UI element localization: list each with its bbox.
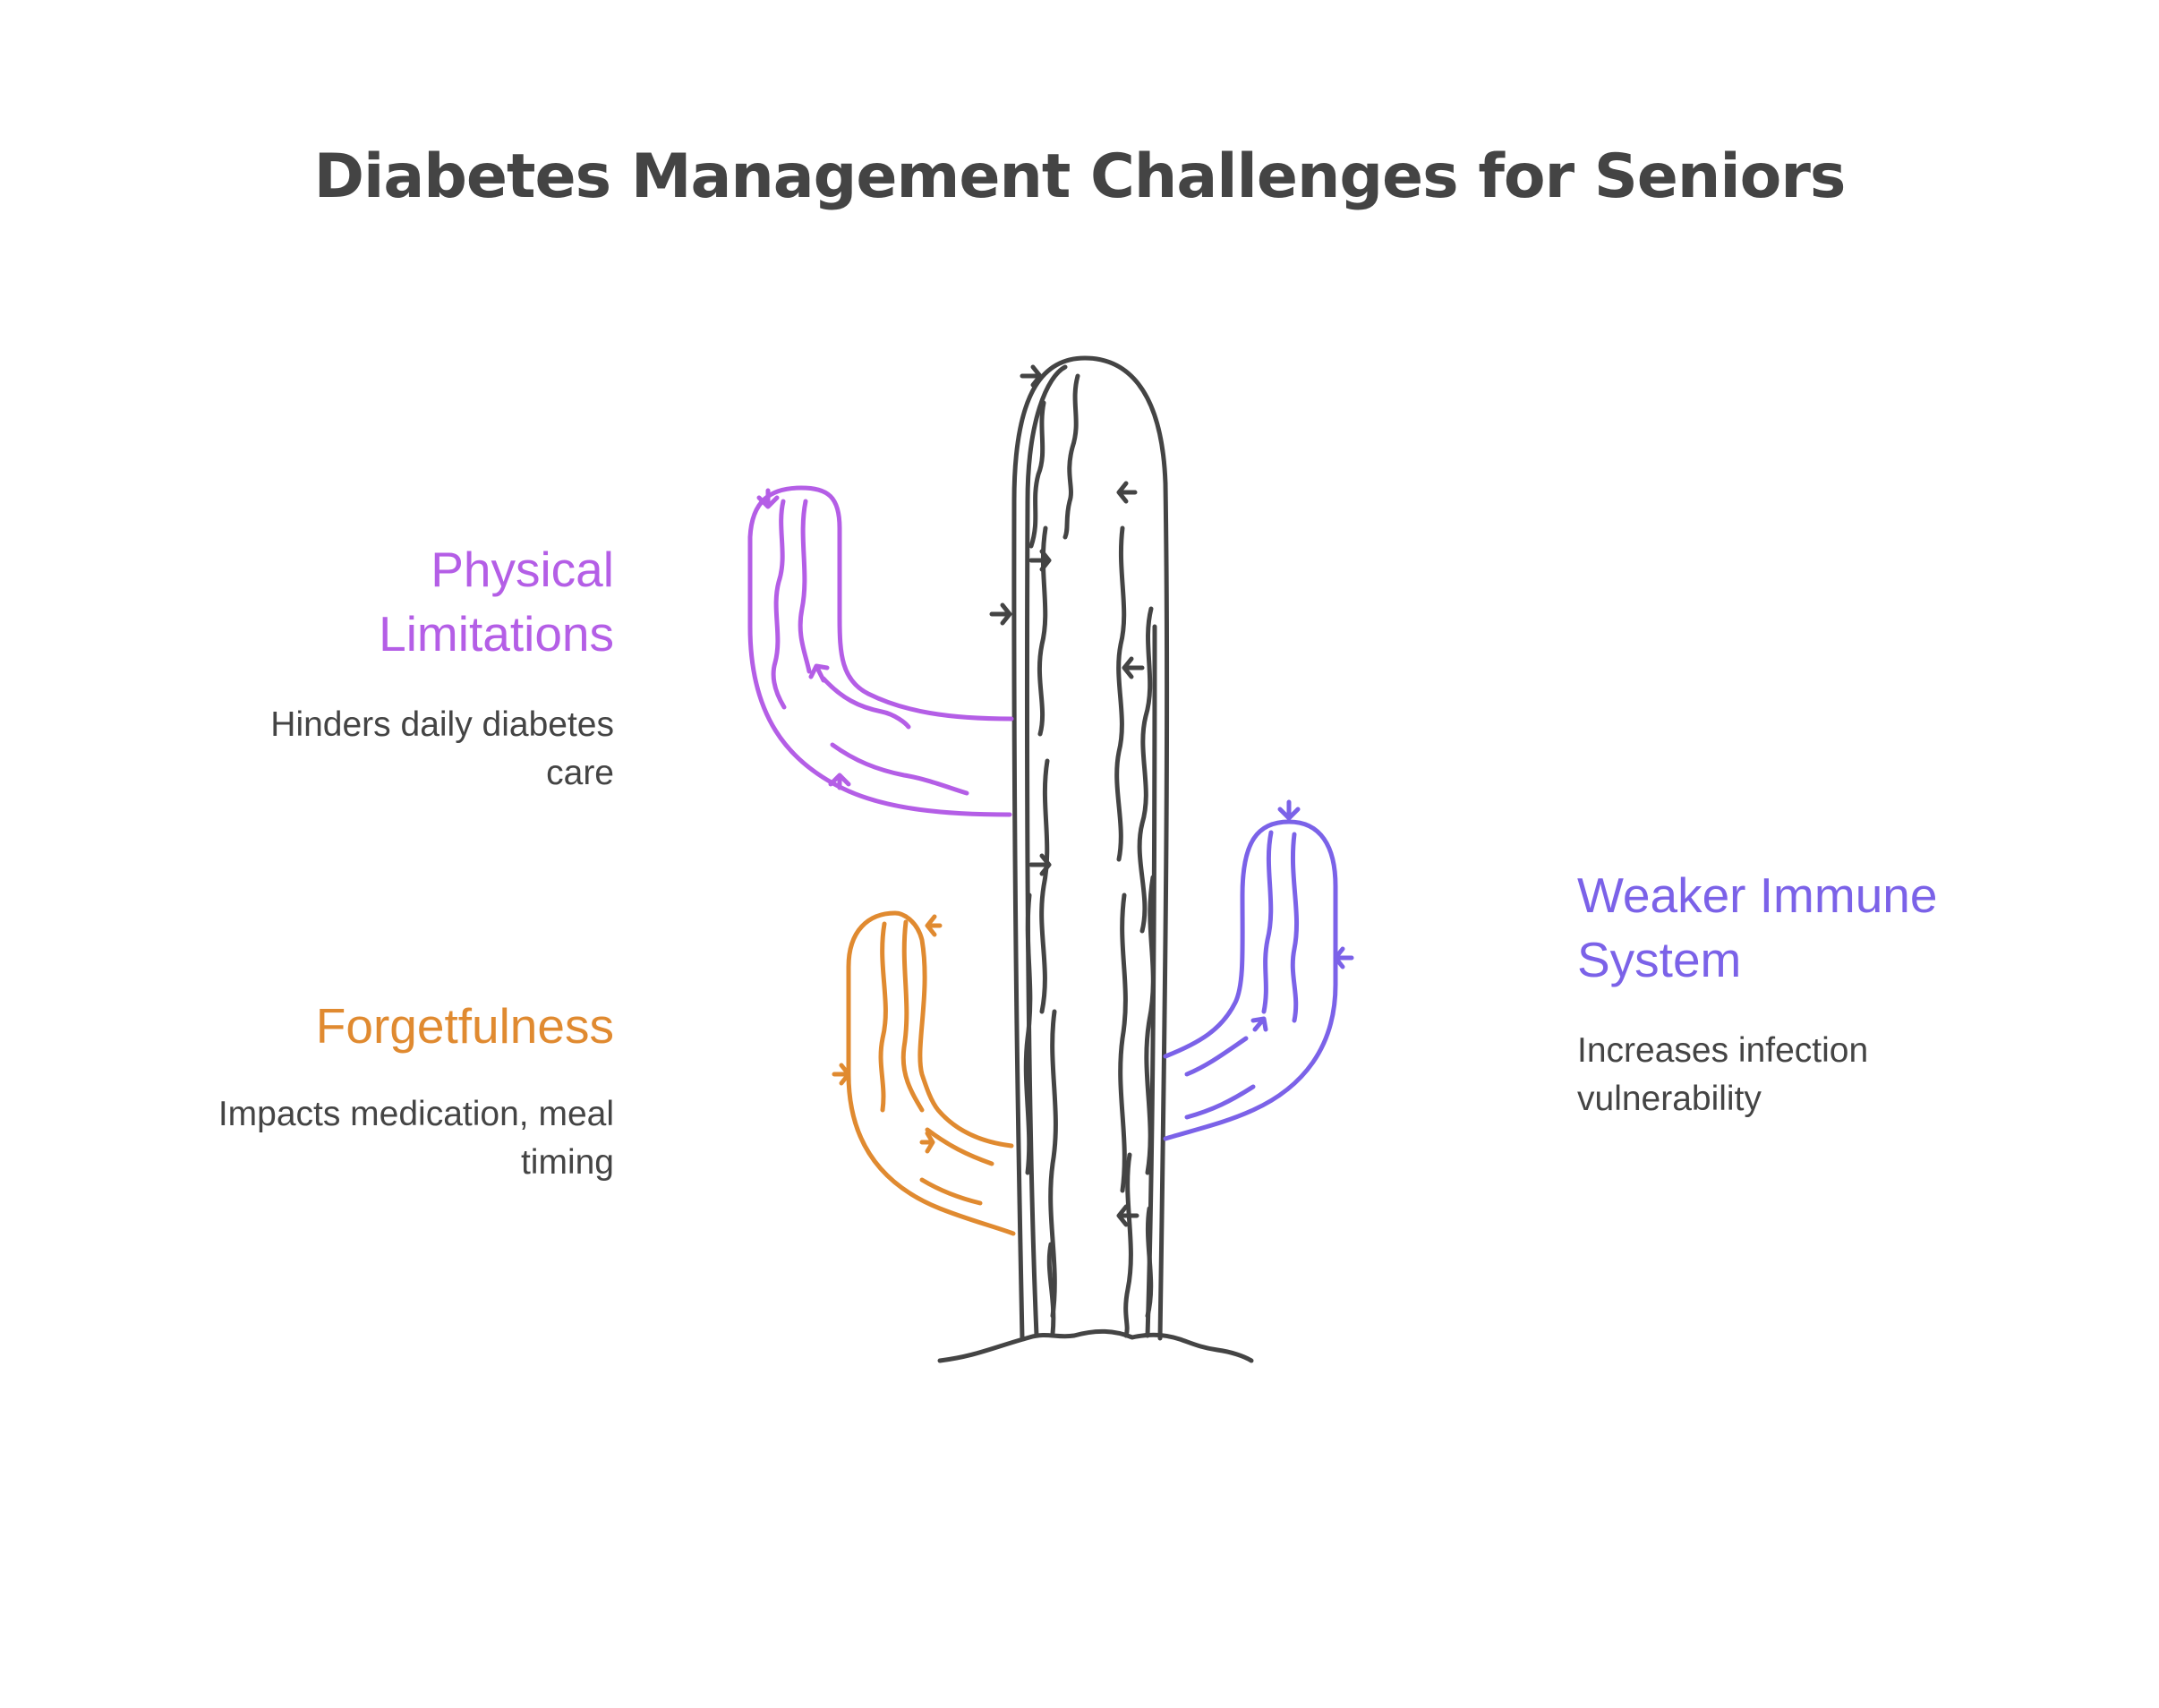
physical-limitations-arm bbox=[747, 485, 1014, 817]
forgetfulness-arm-spike-1 bbox=[925, 914, 943, 937]
forgetfulness-heading-line-1: Forgetfulness bbox=[315, 998, 614, 1054]
weaker-immune-system-description: Increases infection vulnerability bbox=[1577, 1027, 1868, 1123]
weaker-immune-system-heading-line-1: Weaker Immune bbox=[1577, 867, 1938, 923]
cactus-spike-4 bbox=[989, 602, 1012, 626]
cactus-ridge-9 bbox=[1118, 892, 1128, 1193]
cactus-ridge-8 bbox=[1144, 875, 1156, 1175]
physical-limitations-heading-line-2: Limitations bbox=[379, 606, 614, 662]
forgetfulness-arm-spike-2 bbox=[832, 1063, 851, 1086]
physical-limitations-heading: Physical Limitations bbox=[379, 537, 614, 666]
weaker-immune-system-description-line-2: vulnerability bbox=[1577, 1080, 1762, 1118]
physical-limitations-description: Hinders daily diabetes care bbox=[270, 701, 614, 798]
immune-arm-ridge-4 bbox=[1184, 1084, 1256, 1120]
immune-arm-outline bbox=[1163, 819, 1338, 1141]
physical-arm-ridge-2 bbox=[798, 499, 812, 674]
forgetfulness-description-line-1: Impacts medication, meal bbox=[218, 1095, 614, 1133]
weaker-immune-system-arm bbox=[1163, 799, 1354, 1141]
forgetfulness-description-line-2: timing bbox=[520, 1143, 614, 1182]
physical-arm-ridge-4 bbox=[830, 742, 969, 796]
cactus-ridge-10 bbox=[1048, 1009, 1058, 1319]
forgetfulness-arm bbox=[832, 910, 1016, 1236]
cactus-trunk-outline bbox=[1011, 355, 1170, 1341]
immune-arm-spike-3 bbox=[1250, 1016, 1268, 1032]
cactus-ridge-2 bbox=[1028, 400, 1046, 549]
physical-arm-ridge-3 bbox=[821, 676, 911, 730]
immune-arm-ridge-1 bbox=[1261, 830, 1274, 1014]
forgetfulness-arm-ridge-3 bbox=[925, 1127, 994, 1166]
cactus-spike-7 bbox=[1116, 1204, 1139, 1227]
cactus-spike-6 bbox=[1028, 853, 1052, 876]
cactus-ground bbox=[937, 1328, 1254, 1363]
cactus-ridge-4 bbox=[1137, 606, 1154, 934]
cactus-ridge-11 bbox=[1123, 1152, 1133, 1338]
cactus-ridge-5 bbox=[1114, 525, 1127, 862]
forgetfulness-heading: Forgetfulness bbox=[316, 994, 614, 1058]
diagram-title: Diabetes Management Challenges for Senio… bbox=[313, 141, 1847, 212]
cactus-ridge-12 bbox=[1046, 1242, 1056, 1337]
cactus-ridge-7 bbox=[1023, 892, 1033, 1175]
cactus-ridge-1 bbox=[1062, 373, 1080, 540]
forgetfulness-arm-ridge-1 bbox=[878, 921, 888, 1113]
physical-arm-spike-2 bbox=[808, 663, 830, 683]
physical-arm-ridge-1 bbox=[771, 499, 787, 710]
weaker-immune-system-heading-line-2: System bbox=[1577, 932, 1742, 987]
immune-arm-spike-1 bbox=[1277, 799, 1301, 821]
forgetfulness-arm-ridge-4 bbox=[919, 1177, 983, 1206]
physical-arm-spike-1 bbox=[756, 488, 780, 509]
weaker-immune-system-description-line-1: Increases infection bbox=[1577, 1031, 1869, 1070]
forgetfulness-description: Impacts medication, meal timing bbox=[218, 1090, 614, 1187]
cactus-trunk-inner-left bbox=[1024, 364, 1068, 1338]
physical-limitations-description-line-1: Hinders daily diabetes bbox=[270, 705, 614, 744]
cactus-spike-1 bbox=[1020, 364, 1043, 388]
forgetfulness-arm-ridge-2 bbox=[900, 919, 925, 1113]
cactus-spike-3 bbox=[1028, 549, 1052, 572]
physical-limitations-description-line-2: care bbox=[546, 754, 614, 792]
cactus-ridge-13 bbox=[1145, 1206, 1154, 1319]
physical-arm-outline bbox=[747, 485, 1014, 817]
immune-arm-ridge-2 bbox=[1290, 832, 1300, 1023]
immune-arm-ridge-3 bbox=[1184, 1036, 1249, 1077]
cactus-trunk bbox=[937, 355, 1254, 1363]
immune-arm-spike-2 bbox=[1333, 946, 1354, 969]
forgetfulness-arm-spike-3 bbox=[919, 1131, 935, 1154]
weaker-immune-system-heading: Weaker Immune System bbox=[1577, 863, 1937, 992]
cactus-spike-2 bbox=[1116, 481, 1138, 504]
cactus-spike-5 bbox=[1122, 656, 1145, 679]
forgetfulness-arm-outline bbox=[846, 910, 1016, 1236]
cactus-ridge-6 bbox=[1039, 758, 1050, 1014]
physical-limitations-heading-line-1: Physical bbox=[431, 542, 614, 597]
physical-arm-spike-3 bbox=[828, 773, 851, 790]
